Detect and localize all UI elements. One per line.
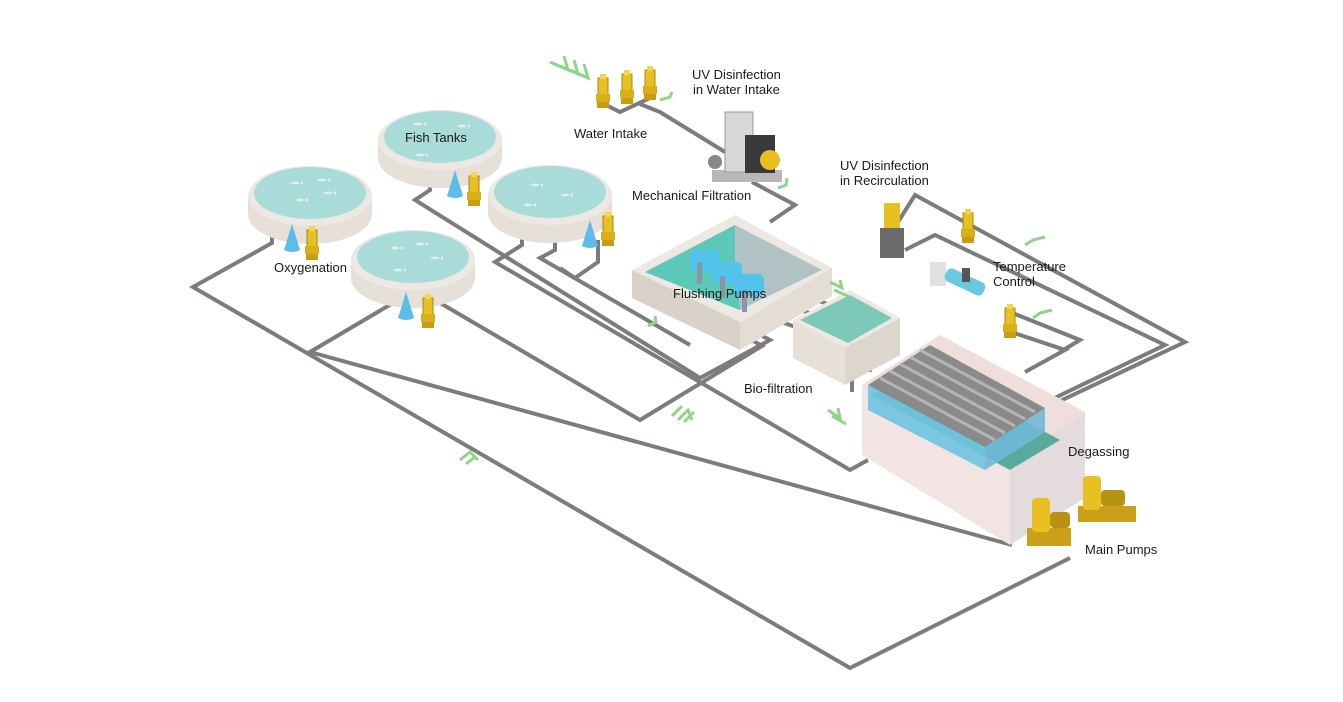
pump-icon — [304, 225, 320, 261]
label-oxygenation: Oxygenation — [274, 260, 347, 275]
label-uv-intake: UV Disinfection in Water Intake — [692, 67, 781, 97]
pump-icon — [619, 69, 635, 105]
label-uv-intake-line1: UV Disinfection — [692, 67, 781, 82]
label-bio-filtration: Bio-filtration — [744, 381, 813, 396]
uv-recirculation-unit — [880, 203, 904, 258]
pump-icon — [1002, 303, 1018, 339]
pump-icon — [960, 208, 976, 244]
degassing-tank — [862, 335, 1085, 545]
temperature-control-unit — [930, 262, 986, 296]
main-pumps — [1027, 476, 1136, 546]
pump-icon — [595, 73, 611, 109]
label-temperature-line2: Control — [993, 274, 1035, 289]
fish-tank-1 — [248, 166, 372, 244]
fish-tank-2 — [378, 110, 502, 188]
flushing-pumps-tank — [632, 215, 832, 350]
label-temperature-control: Temperature Control — [993, 259, 1066, 289]
pump-icon — [420, 293, 436, 329]
label-fish-tanks: Fish Tanks — [405, 130, 467, 145]
label-mechanical-filtration: Mechanical Filtration — [632, 188, 752, 203]
label-flushing-pumps: Flushing Pumps — [673, 286, 767, 301]
pump-icon — [600, 211, 616, 247]
bio-filtration-tank — [793, 290, 900, 385]
label-degassing: Degassing — [1068, 444, 1130, 459]
fish-tank-3 — [488, 165, 612, 243]
label-uv-recirc-line2: in Recirculation — [840, 173, 929, 188]
label-uv-recirc-line1: UV Disinfection — [840, 158, 929, 173]
uv-mechanical-filtration-unit — [708, 111, 782, 182]
label-uv-intake-line2: in Water Intake — [692, 82, 780, 97]
pump-icon — [642, 65, 658, 101]
water-intake-pumps — [595, 65, 658, 109]
label-uv-recirculation: UV Disinfection in Recirculation — [840, 158, 929, 188]
label-main-pumps: Main Pumps — [1085, 542, 1158, 557]
fish-tank-4 — [351, 230, 475, 308]
label-temperature-line1: Temperature — [993, 259, 1066, 274]
label-water-intake: Water Intake — [574, 126, 648, 141]
pump-icon — [466, 171, 482, 207]
flow-chevron-icons — [459, 55, 1053, 466]
